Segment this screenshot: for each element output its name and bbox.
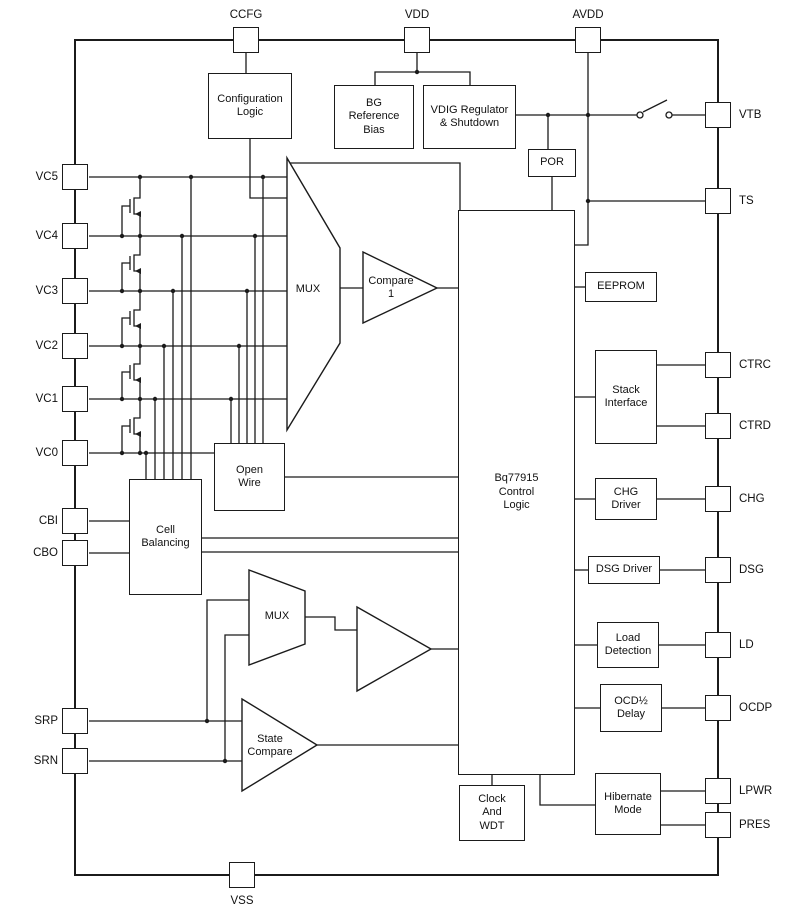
pin-cbo xyxy=(62,540,88,566)
pin-label-vc2: VC2 xyxy=(35,340,58,352)
open-wire-block: Open Wire xyxy=(214,443,285,511)
fet-arrows xyxy=(135,211,141,437)
wires xyxy=(89,53,705,826)
pin-srn xyxy=(62,748,88,774)
mux1-shape xyxy=(286,155,341,433)
pin-dsg xyxy=(705,557,731,583)
pin-ctrd xyxy=(705,413,731,439)
pin-label-ld: LD xyxy=(739,639,754,651)
mux2-shape xyxy=(248,568,306,667)
cell-balancing-block: Cell Balancing xyxy=(129,479,202,595)
pin-label-vc4: VC4 xyxy=(35,230,58,242)
pin-vc0 xyxy=(62,440,88,466)
pin-ld xyxy=(705,632,731,658)
pin-pres xyxy=(705,812,731,838)
nmos-fet-icon xyxy=(121,177,141,236)
pin-label-cbi: CBI xyxy=(38,515,58,527)
pin-label-lpwr: LPWR xyxy=(739,785,773,797)
nmos-fet-icon xyxy=(121,236,141,291)
pin-label-ccfg: CCFG xyxy=(229,9,263,21)
pin-label-vss: VSS xyxy=(230,895,254,907)
pin-ctrc xyxy=(705,352,731,378)
pin-vc2 xyxy=(62,333,88,359)
pin-avdd xyxy=(575,27,601,53)
vdig-regulator-block: VDIG Regulator & Shutdown xyxy=(423,85,516,149)
pin-vdd xyxy=(404,27,430,53)
pin-label-vc1: VC1 xyxy=(35,393,58,405)
pin-label-vc0: VC0 xyxy=(35,447,58,459)
pin-srp xyxy=(62,708,88,734)
por-block: POR xyxy=(528,149,576,177)
pin-cbi xyxy=(62,508,88,534)
bg-reference-bias-block: BG Reference Bias xyxy=(334,85,414,149)
pin-label-avdd: AVDD xyxy=(572,9,604,21)
pin-label-dsg: DSG xyxy=(739,564,764,576)
nmos-fet-icon xyxy=(121,346,141,399)
chip-boundary xyxy=(74,39,719,876)
pin-chg xyxy=(705,486,731,512)
chg-driver-block: CHG Driver xyxy=(595,478,657,520)
dsg-driver-block: DSG Driver xyxy=(588,556,660,584)
pin-ts xyxy=(705,188,731,214)
pin-label-srp: SRP xyxy=(34,715,58,727)
clock-wdt-block: Clock And WDT xyxy=(459,785,525,841)
pin-ccfg xyxy=(233,27,259,53)
pin-label-chg: CHG xyxy=(739,493,765,505)
pin-label-ocdp: OCDP xyxy=(739,702,773,714)
pin-vc1 xyxy=(62,386,88,412)
pin-label-vdd: VDD xyxy=(404,9,430,21)
pin-label-vtb: VTB xyxy=(739,109,762,121)
pin-label-pres: PRES xyxy=(739,819,771,831)
pin-vc3 xyxy=(62,278,88,304)
configuration-logic-block: Configuration Logic xyxy=(208,73,292,139)
pin-label-ts: TS xyxy=(739,195,754,207)
stack-interface-block: Stack Interface xyxy=(595,350,657,444)
pin-lpwr xyxy=(705,778,731,804)
compare2-shape xyxy=(356,605,433,693)
cell-balance-fets xyxy=(121,177,141,453)
compare1-shape xyxy=(362,250,439,325)
pin-label-ctrc: CTRC xyxy=(739,359,771,371)
junction-dots xyxy=(119,69,591,764)
state-compare-shape xyxy=(241,697,319,793)
nmos-fet-icon xyxy=(121,399,141,453)
vtb-switch-icon xyxy=(636,99,673,119)
pin-vc4 xyxy=(62,223,88,249)
load-detection-block: Load Detection xyxy=(597,622,659,668)
pin-vtb xyxy=(705,102,731,128)
hibernate-mode-block: Hibernate Mode xyxy=(595,773,661,835)
pin-label-srn: SRN xyxy=(33,755,58,767)
pin-vc5 xyxy=(62,164,88,190)
pin-label-ctrd: CTRD xyxy=(739,420,771,432)
pin-ocdp xyxy=(705,695,731,721)
pin-label-vc3: VC3 xyxy=(35,285,58,297)
pin-label-cbo: CBO xyxy=(33,547,58,559)
eeprom-block: EEPROM xyxy=(585,272,657,302)
ocd-delay-block: OCD½ Delay xyxy=(600,684,662,732)
pin-label-vc5: VC5 xyxy=(35,171,58,183)
pin-vss xyxy=(229,862,255,888)
control-logic-block: Bq77915 Control Logic xyxy=(458,210,575,775)
nmos-fet-icon xyxy=(121,291,141,346)
